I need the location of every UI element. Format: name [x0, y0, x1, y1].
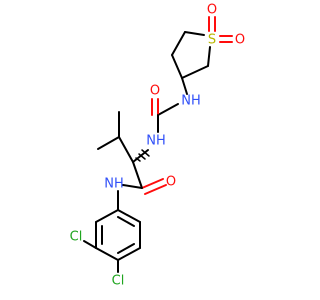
bond-beta-methyl-left [97, 136, 120, 150]
stereo-hash-1 [135, 157, 141, 162]
bond-ring-c5-s [207, 46, 211, 67]
bond-carbonyl-nh [122, 184, 143, 189]
atom-sulfur: S [208, 33, 216, 48]
bond-ring-a6-inner [117, 216, 135, 227]
bond-ring-nh [181, 77, 188, 95]
bond-amide-co-b [144, 184, 167, 195]
bond-ring-c2-c3 [171, 31, 186, 56]
bond-alpha-carbonyl [132, 161, 143, 189]
bond-ring-cl-upper [83, 240, 97, 249]
atom-nh-urea-left: NH [146, 134, 166, 149]
atom-nh-urea-right: NH [181, 94, 201, 109]
stereo-hash-3 [141, 149, 150, 157]
bond-amide-co-a [141, 178, 164, 189]
atom-chlorine-lower: Cl [112, 274, 125, 289]
atom-oxygen-sulfone-top: O [207, 3, 217, 18]
bond-ring-a4 [117, 247, 141, 261]
bond-ring-a3 [95, 247, 119, 261]
bond-alpha-beta [118, 136, 134, 163]
bond-nh-urea-carbon [157, 103, 179, 116]
atom-nh-amide: NH [104, 177, 124, 192]
bond-ring-c4-c5 [181, 65, 209, 79]
molecule-structure-canvas: S O O NH O NH NH O Cl Cl [70, 3, 245, 289]
atom-chlorine-upper: Cl [70, 230, 83, 245]
bond-ring-a6 [117, 209, 141, 223]
bond-ring-a4-inner [117, 243, 135, 254]
stereo-hash-2 [138, 153, 146, 160]
bond-ring-a1 [95, 209, 119, 223]
atom-oxygen-sulfone-right: O [235, 33, 245, 48]
atom-oxygen-carbonyl-urea: O [150, 84, 160, 99]
bond-ring-c3-c4 [171, 54, 183, 79]
bond-ring-s-c2 [184, 31, 205, 36]
atom-oxygen-carbonyl-amide: O [166, 175, 176, 190]
molecule-structure-diagram: S O O NH O NH NH O Cl Cl [70, 3, 245, 289]
